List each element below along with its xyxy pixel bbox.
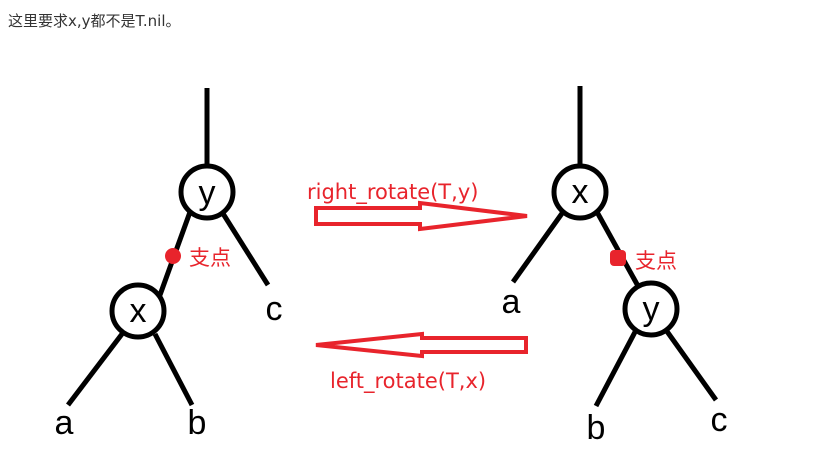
right-node-y — [622, 280, 680, 338]
right-edge-y-c — [663, 328, 719, 402]
left-rotate-label: left_rotate(T,x) — [330, 369, 486, 394]
right-edge-y-b — [593, 330, 638, 408]
right-arrow-shape — [314, 200, 528, 232]
right-tree: x y a b c 支点 — [502, 86, 728, 447]
left-leaf-a: a — [55, 404, 74, 442]
right-node-x-label: x — [572, 173, 589, 211]
left-arrow-shape — [315, 331, 528, 359]
right-pivot-label: 支点 — [635, 249, 677, 273]
left-node-y — [178, 163, 236, 221]
left-edge-x-a — [66, 332, 124, 407]
right-rotate-label: right_rotate(T,y) — [307, 180, 478, 205]
left-tree: y x a b c 支点 — [55, 88, 283, 442]
right-node-x — [551, 163, 609, 221]
left-leaf-b: b — [188, 404, 207, 442]
left-edge-y-c — [219, 210, 271, 287]
left-pivot-dot — [165, 248, 181, 264]
right-leaf-b: b — [587, 409, 606, 447]
left-node-y-label: y — [199, 174, 216, 212]
left-pivot-label: 支点 — [189, 246, 231, 270]
right-node-y-label: y — [643, 290, 660, 328]
right-pivot-dot — [610, 250, 626, 266]
right-leaf-a: a — [502, 283, 521, 321]
left-edge-x-b — [152, 332, 195, 407]
right-edge-x-y — [594, 210, 641, 288]
right-edge-x-a — [510, 210, 566, 284]
left-node-x — [109, 282, 167, 340]
left-rotate-arrow: left_rotate(T,x) — [315, 331, 528, 394]
right-rotate-arrow: right_rotate(T,y) — [307, 180, 528, 232]
left-leaf-c: c — [266, 290, 283, 328]
caption-text: 这里要求x,y都不是T.nil。 — [8, 12, 181, 30]
left-node-x-label: x — [130, 292, 147, 330]
right-leaf-c: c — [711, 401, 728, 439]
